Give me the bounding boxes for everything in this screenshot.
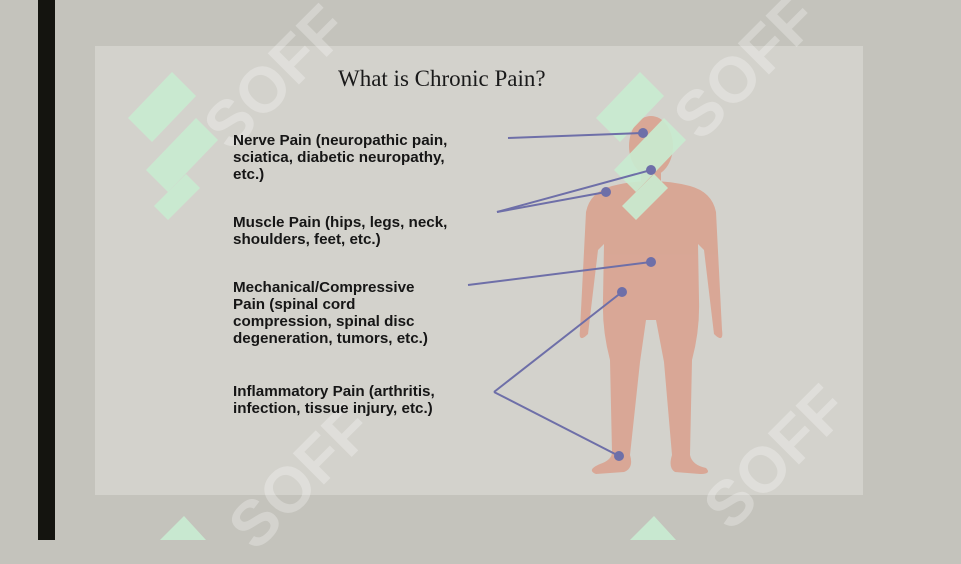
slide-panel	[95, 46, 863, 495]
nerve-pain-label: Nerve Pain (neuropathic pain, sciatica, …	[233, 132, 448, 183]
mechanical-pain-label: Mechanical/Compressive Pain (spinal cord…	[233, 279, 428, 347]
watermark-logo	[128, 72, 686, 540]
inflammatory-pain-label: Inflammatory Pain (arthritis, infection,…	[233, 383, 435, 417]
marker-shoulder	[601, 187, 611, 197]
marker-neck	[646, 165, 656, 175]
left-accent-bar	[38, 0, 55, 540]
marker-hip	[617, 287, 627, 297]
connector-lines	[467, 132, 652, 457]
marker-foot	[614, 451, 624, 461]
muscle-pain-label: Muscle Pain (hips, legs, neck, shoulders…	[233, 214, 448, 248]
marker-spine	[646, 257, 656, 267]
slide-title: What is Chronic Pain?	[338, 66, 546, 91]
body-diagram	[128, 72, 723, 540]
pain-markers	[601, 128, 656, 461]
marker-head	[638, 128, 648, 138]
